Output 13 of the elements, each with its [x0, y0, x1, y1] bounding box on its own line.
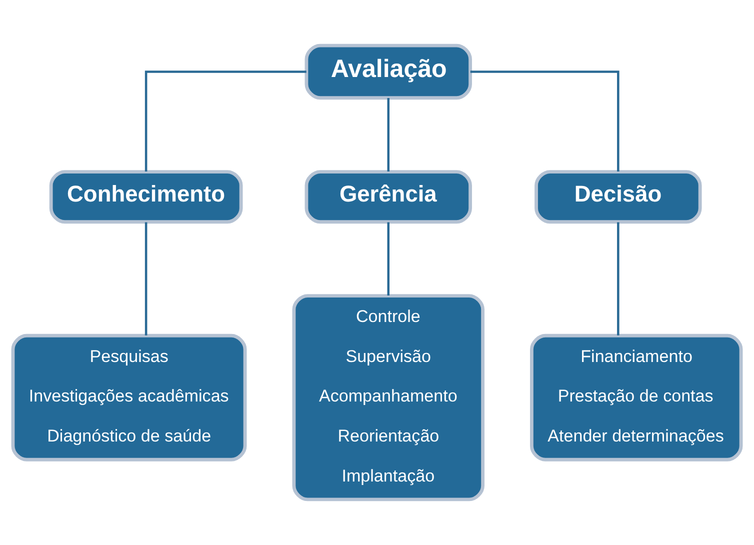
node-box: Conhecimento	[49, 170, 243, 224]
node-box: Pesquisas Investigações acadêmicas Diagnóstico de saúde	[11, 334, 247, 462]
connector	[387, 98, 390, 172]
connector	[144, 70, 306, 172]
node-box: Financiamento Prestação de contas Atender determinações	[530, 334, 743, 462]
connector	[470, 70, 620, 172]
connector	[387, 222, 390, 296]
node-box: Avaliação	[304, 44, 472, 100]
connector	[617, 222, 620, 336]
node-box: Gerência	[304, 170, 472, 224]
node-box: Controle Supervisão Acompanhamento Reorientação Implantação	[292, 294, 484, 502]
connector	[144, 222, 148, 336]
node-box: Decisão	[534, 170, 702, 224]
